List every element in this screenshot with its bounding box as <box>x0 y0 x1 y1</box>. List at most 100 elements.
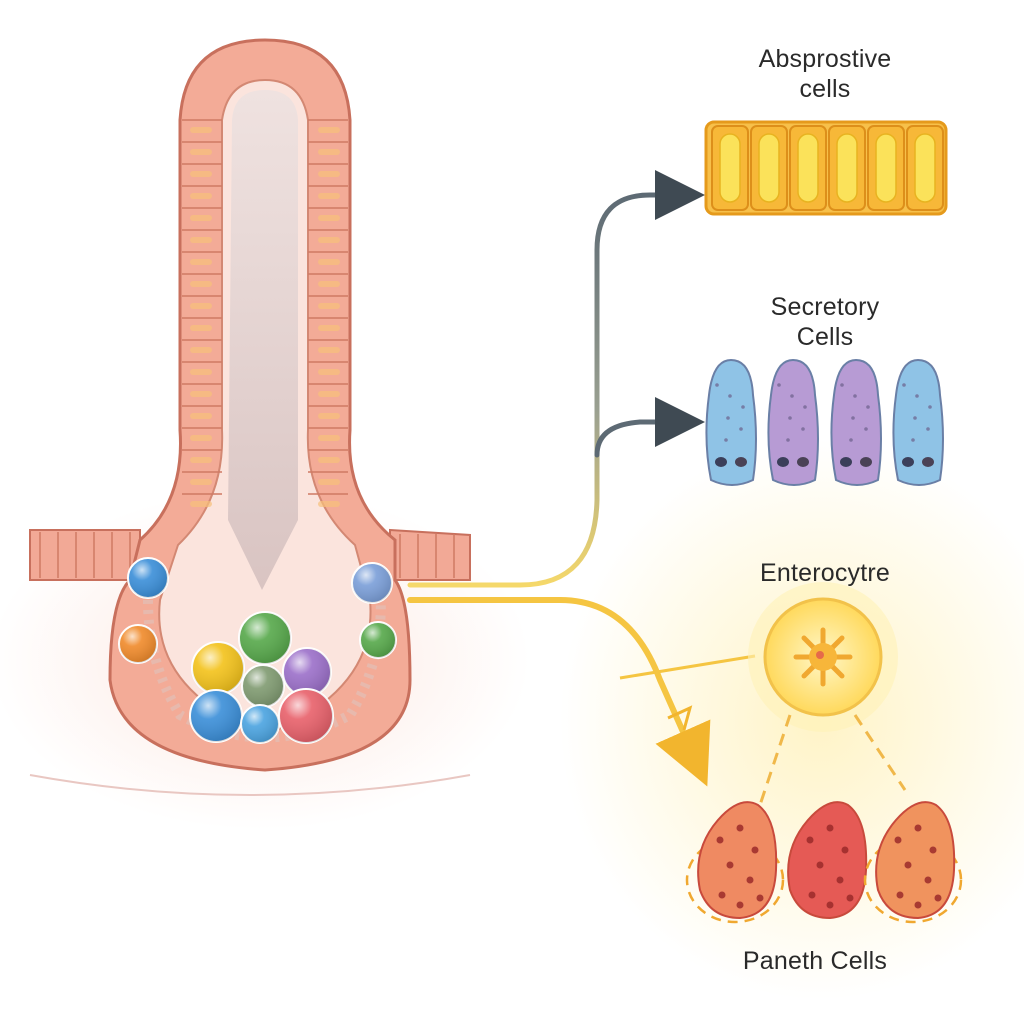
cell-nucleus <box>190 127 212 133</box>
granule-dot <box>915 394 919 398</box>
granule <box>902 457 914 467</box>
stem-cell-shine <box>241 705 279 743</box>
cell-nucleus <box>190 215 212 221</box>
granule-dot <box>926 427 930 431</box>
lineage-arrow-secretory <box>594 397 705 458</box>
paneth-granule <box>808 891 816 899</box>
cell-nucleus <box>318 325 340 331</box>
paneth-granule <box>894 836 902 844</box>
cell-nucleus <box>318 435 340 441</box>
link-dashed-right <box>853 714 907 791</box>
granule <box>922 457 934 467</box>
granule-dot <box>790 394 794 398</box>
cell-nucleus <box>318 413 340 419</box>
stem-cell-shine <box>352 563 392 603</box>
paneth-granule <box>896 891 904 899</box>
granule <box>777 457 789 467</box>
stem-cell-shine <box>242 665 284 707</box>
cell-nucleus <box>318 281 340 287</box>
absorptive-cells <box>704 120 948 216</box>
cell-nucleus <box>318 259 340 265</box>
granule <box>797 457 809 467</box>
granule-dot <box>864 427 868 431</box>
cell-nucleus <box>318 369 340 375</box>
paneth-granule <box>726 861 734 869</box>
granule-dot <box>853 394 857 398</box>
secretory-cell <box>830 358 882 486</box>
paneth-granule <box>716 836 724 844</box>
cell-nucleus <box>190 281 212 287</box>
paneth-granule <box>929 846 937 854</box>
secretory-cells <box>705 358 944 486</box>
paneth-granule <box>904 861 912 869</box>
absorptive-nucleus <box>797 133 819 203</box>
cell-nucleus <box>190 391 212 397</box>
paneth-cell <box>787 801 868 920</box>
cell-nucleus <box>190 149 212 155</box>
cell-nucleus <box>190 479 212 485</box>
granule-dot <box>801 427 805 431</box>
granule-dot <box>851 416 855 420</box>
label-absorptive-line1: Absprostive <box>758 45 892 73</box>
cell-nucleus <box>190 435 212 441</box>
cell-nucleus <box>190 259 212 265</box>
label-secretory-cells: Secretory Cells <box>720 292 930 352</box>
paneth-granule <box>836 876 844 884</box>
granule <box>715 457 727 467</box>
paneth-granule <box>826 901 834 909</box>
stem-cell-shine <box>119 625 157 663</box>
granule-dot <box>849 438 853 442</box>
cell-nucleus <box>190 369 212 375</box>
granule-dot <box>840 383 844 387</box>
paneth-granule <box>736 901 744 909</box>
granule <box>735 457 747 467</box>
cell-nucleus <box>318 479 340 485</box>
crypt-stem-cells <box>118 557 397 744</box>
paneth-granule <box>806 836 814 844</box>
arrow-tick <box>667 705 693 731</box>
paneth-granule <box>914 824 922 832</box>
paneth-granule <box>846 894 854 902</box>
paneth-granule <box>841 846 849 854</box>
granule-dot <box>788 416 792 420</box>
granule-dot <box>911 438 915 442</box>
granule-dot <box>902 383 906 387</box>
absorptive-nucleus <box>719 133 741 203</box>
label-paneth-text: Paneth Cells <box>742 947 888 975</box>
enterocyte-cell <box>748 582 898 732</box>
cell-nucleus <box>190 303 212 309</box>
lineage-arrow-paneth <box>407 597 711 787</box>
granule-dot <box>741 405 745 409</box>
absorptive-nucleus <box>875 133 897 203</box>
cell-nucleus <box>190 237 212 243</box>
cell-nucleus <box>190 171 212 177</box>
cell-nucleus <box>190 347 212 353</box>
cell-nucleus <box>190 501 212 507</box>
cell-nucleus <box>190 457 212 463</box>
granule-dot <box>777 383 781 387</box>
cell-nucleus <box>318 149 340 155</box>
cell-nucleus <box>190 325 212 331</box>
granule-dot <box>913 416 917 420</box>
paneth-granule <box>914 901 922 909</box>
lineage-arrow-main <box>407 170 705 588</box>
stem-cell-shine <box>360 622 396 658</box>
paneth-granule <box>718 891 726 899</box>
tissue-base-line <box>29 774 471 796</box>
paneth-granule <box>826 824 834 832</box>
enterocyte-pointer-line <box>619 654 756 680</box>
cell-nucleus <box>318 501 340 507</box>
granule-dot <box>739 427 743 431</box>
cell-nucleus <box>318 127 340 133</box>
cell-nucleus <box>190 193 212 199</box>
cell-nucleus <box>318 391 340 397</box>
cell-nucleus <box>318 215 340 221</box>
paneth-granule <box>751 846 759 854</box>
paneth-cell <box>875 801 956 920</box>
link-dashed-left <box>743 714 792 851</box>
stem-cell-shine <box>192 642 244 694</box>
label-secretory-line1: Secretory <box>770 293 880 321</box>
granule <box>840 457 852 467</box>
paneth-granule <box>756 894 764 902</box>
